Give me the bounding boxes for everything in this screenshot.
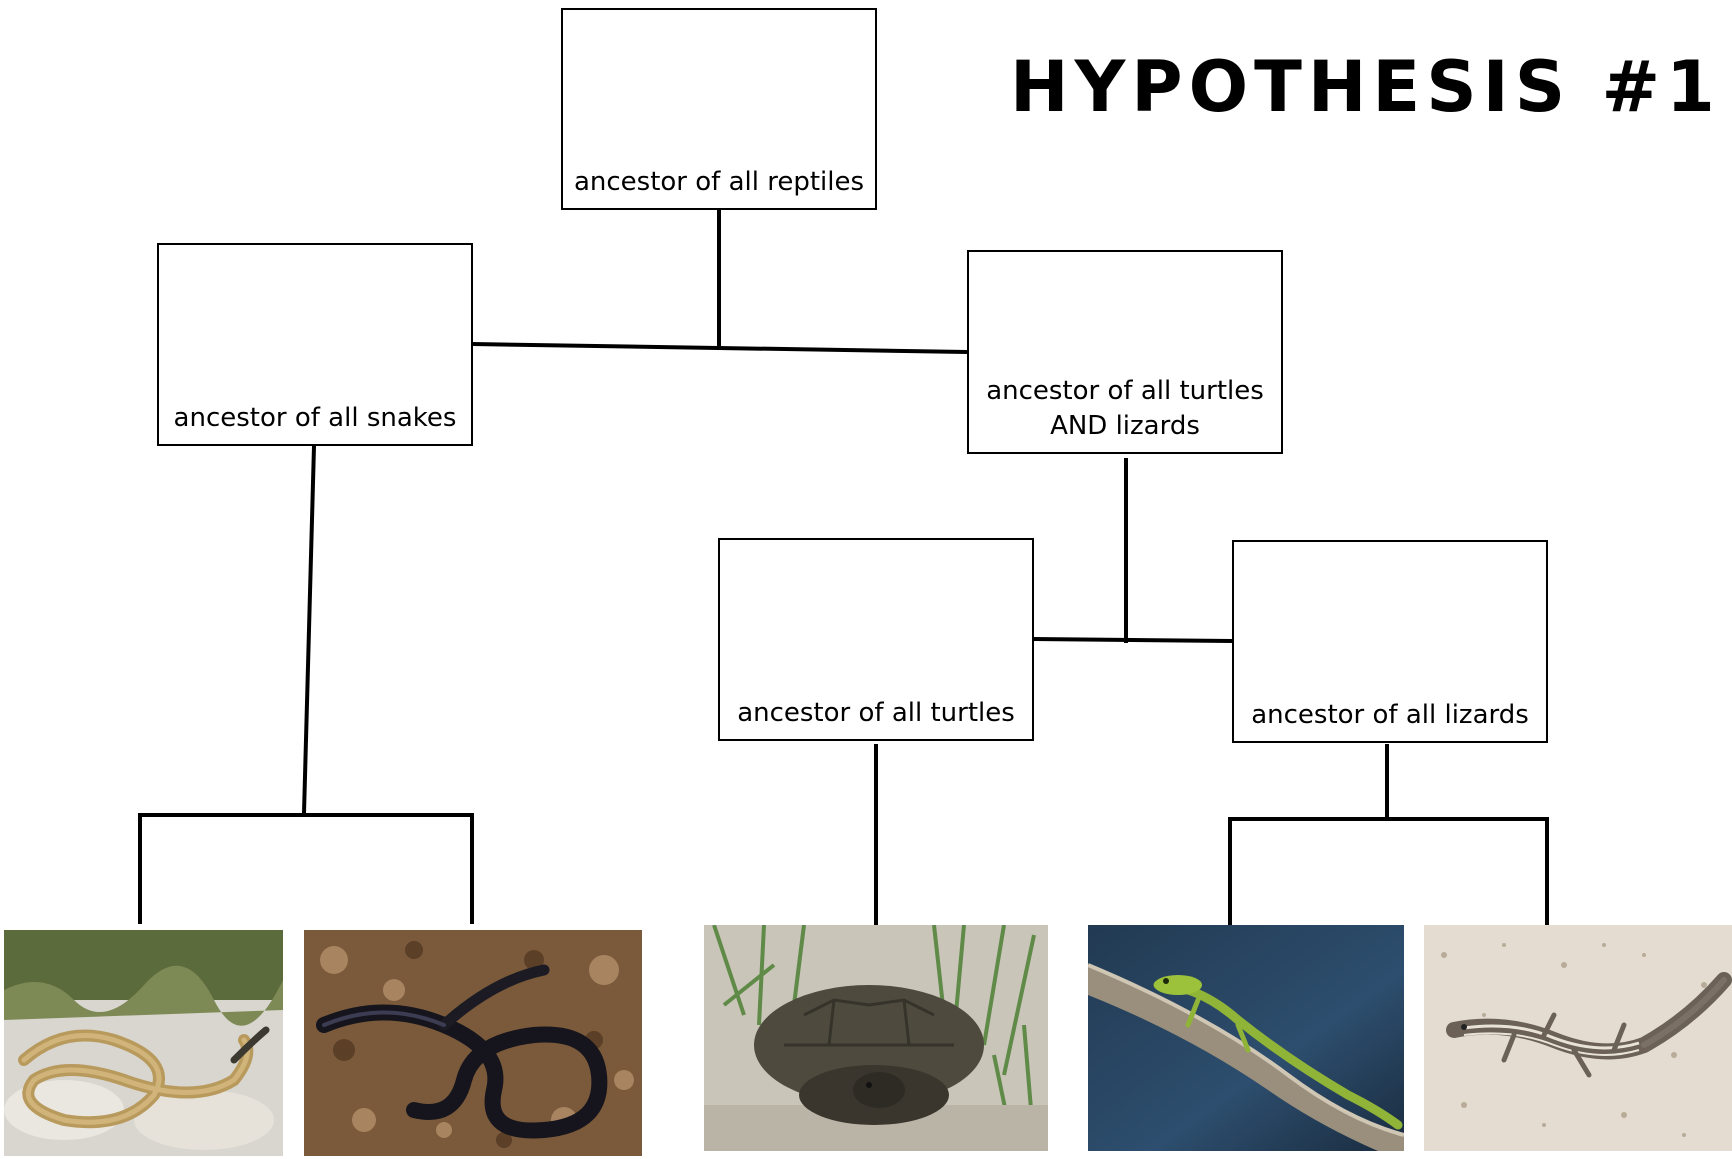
- photo-gopher-tortoise: [704, 925, 1048, 1151]
- connector-snakes-turtles-lizards: [471, 342, 968, 354]
- photo-green-anole-lizard: [1088, 925, 1404, 1151]
- connector-turtles-lizards-split: [1032, 637, 1233, 643]
- node-label-turtles: ancestor of all turtles: [737, 698, 1015, 728]
- node-ancestor-turtles-lizards: ancestor of all turtles AND lizards: [967, 250, 1283, 454]
- node-ancestor-lizards: ancestor of all lizards: [1232, 540, 1548, 743]
- photo-tan-snake: [4, 930, 283, 1156]
- connector-snakes-down: [302, 445, 316, 814]
- node-ancestor-snakes: ancestor of all snakes: [157, 243, 473, 446]
- node-label-lizards: ancestor of all lizards: [1251, 700, 1529, 730]
- node-label-turtles-lizards: ancestor of all turtles AND lizards: [986, 376, 1264, 441]
- hypothesis-title: HYPOTHESIS #1: [1010, 46, 1721, 128]
- node-label-snakes: ancestor of all snakes: [173, 403, 457, 433]
- node-ancestor-turtles: ancestor of all turtles: [718, 538, 1034, 741]
- photo-black-snake: [304, 930, 642, 1156]
- node-label-reptiles: ancestor of all reptiles: [573, 167, 865, 197]
- node-ancestor-reptiles: ancestor of all reptiles: [561, 8, 877, 210]
- photo-striped-lizard: [1424, 925, 1732, 1151]
